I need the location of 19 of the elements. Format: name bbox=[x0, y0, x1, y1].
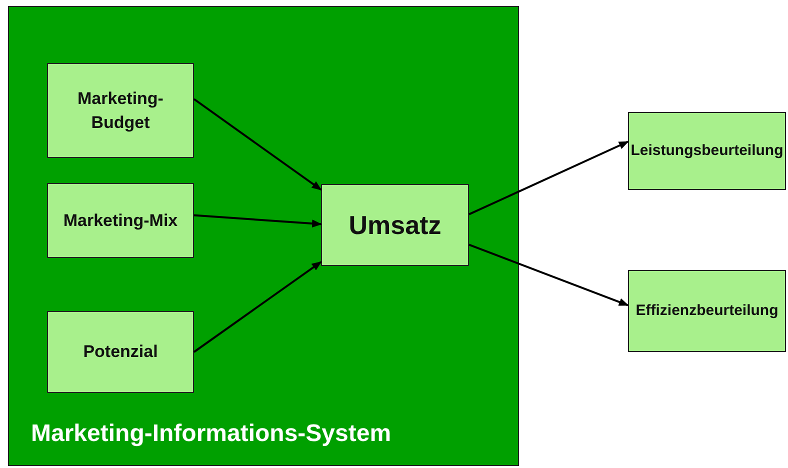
process-box bbox=[321, 184, 469, 266]
input-box bbox=[47, 311, 194, 393]
arrow bbox=[193, 261, 322, 353]
arrow bbox=[468, 140, 629, 216]
box-label: Marketing-Mix bbox=[62, 210, 179, 232]
panel-title: Marketing-Informations-System bbox=[31, 419, 392, 449]
box-label: Marketing-Budget bbox=[76, 88, 164, 134]
marketing-information-system-panel bbox=[8, 6, 519, 466]
box-label: Potenzial bbox=[83, 341, 158, 363]
box-label: Leistungsbeurteilung bbox=[630, 141, 784, 161]
box-label: Umsatz bbox=[348, 213, 442, 237]
arrow bbox=[193, 98, 322, 191]
box-label: Effizienzbeurteilung bbox=[636, 301, 778, 321]
output-box bbox=[628, 112, 786, 190]
arrow bbox=[468, 244, 629, 306]
input-box bbox=[47, 63, 194, 158]
arrow bbox=[194, 214, 322, 228]
output-box bbox=[628, 270, 786, 352]
input-box bbox=[47, 183, 194, 258]
